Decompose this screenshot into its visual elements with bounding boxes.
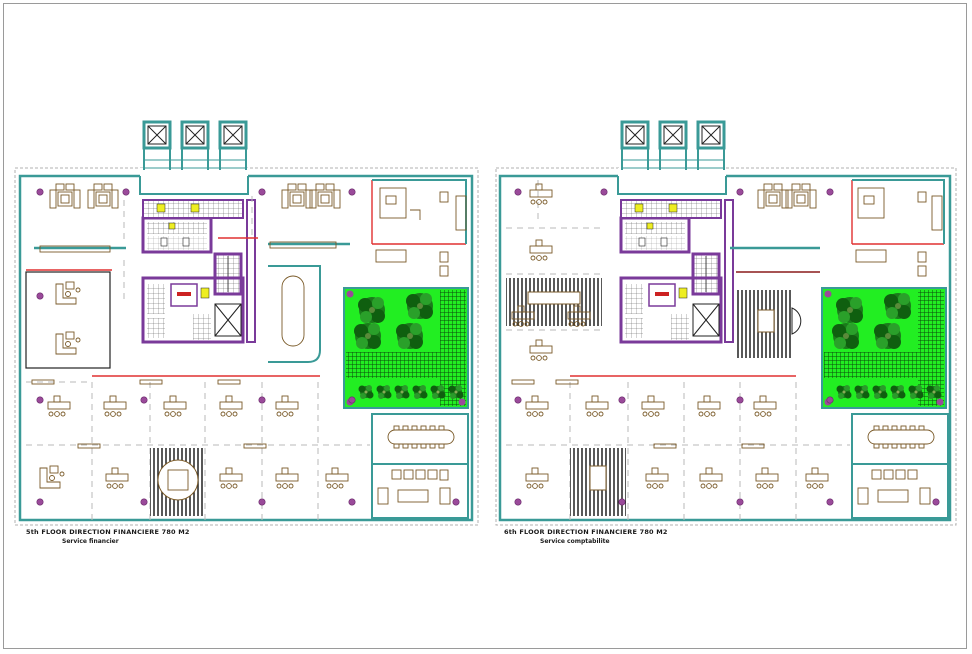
- floor-6-plan: [495, 120, 957, 526]
- meeting-table-icon: [281, 275, 305, 347]
- elevator-icon: [142, 120, 248, 170]
- lounge-icon: [49, 183, 81, 209]
- drawing-frame: [3, 3, 967, 649]
- floor-5-subtitle: Service financier: [62, 538, 119, 545]
- floor-5-office-box: [25, 271, 111, 369]
- floor-6-subtitle: Service comptabilite: [540, 538, 610, 545]
- floor-6-garden: [821, 287, 947, 409]
- floor-5-garden: [343, 287, 469, 409]
- floor-5-service-core: [141, 199, 256, 344]
- floor-5-plan: [14, 120, 479, 526]
- floor-6-title: 6th FLOOR DIRECTION FINANCIERE 780 M2: [504, 528, 668, 536]
- floor-6-service-core: [619, 199, 734, 344]
- elevator-icon: [620, 120, 726, 170]
- floor-5-title: 5th FLOOR DIRECTION FINANCIERE 780 M2: [26, 528, 190, 536]
